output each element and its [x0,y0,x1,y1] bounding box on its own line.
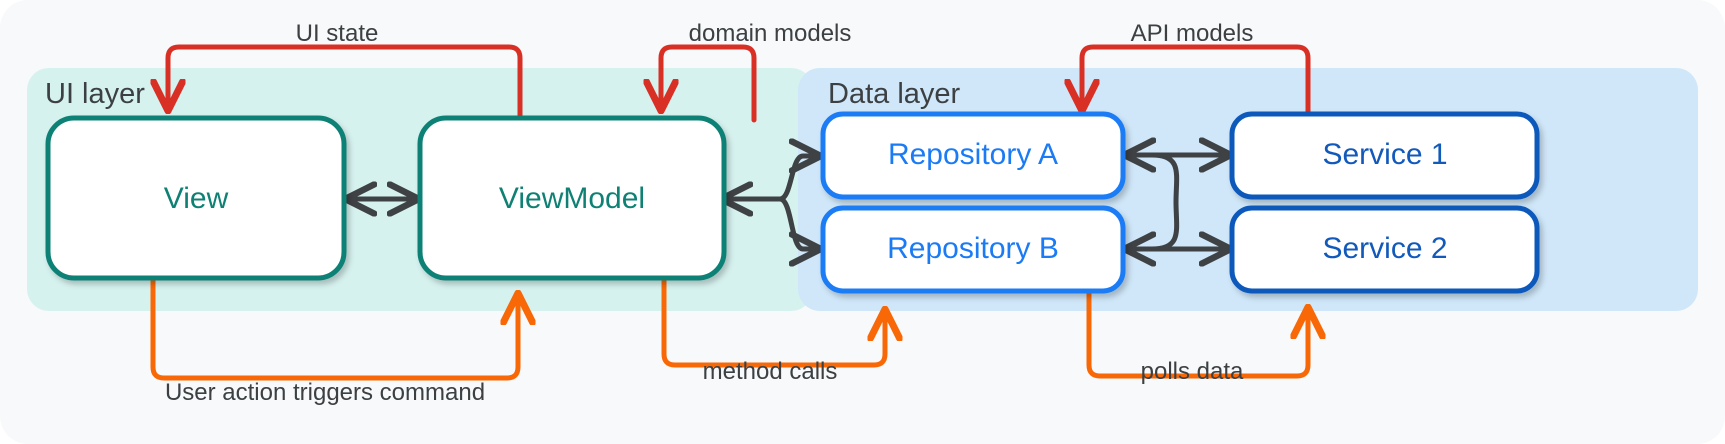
label-polls-data: polls data [1141,358,1244,385]
node-repository-a-label: Repository A [888,138,1058,171]
connector-service-crosslink [1149,152,1180,252]
node-viewmodel[interactable]: ViewModel [417,115,727,281]
connector-api-models: API models [1082,20,1311,123]
connector-user-action: User action triggers command [150,273,518,406]
ui-layer-title: UI layer [45,78,145,110]
connector-viewmodel-repositories [724,156,818,249]
connector-polls-data: polls data [1086,287,1308,385]
node-service-1[interactable]: Service 1 [1229,111,1540,200]
label-api-models: API models [1131,20,1254,47]
node-repository-b[interactable]: Repository B [820,205,1126,294]
node-repository-a[interactable]: Repository A [820,111,1126,200]
connector-ui-state: UI state [168,20,523,123]
label-method-calls: method calls [703,358,838,385]
connector-domain-models: domain models [661,20,852,123]
data-layer-title: Data layer [828,78,961,110]
label-user-action: User action triggers command [165,379,485,406]
node-repository-b-label: Repository B [887,232,1059,265]
connector-method-calls: method calls [661,273,885,385]
label-ui-state: UI state [296,20,379,47]
node-service-1-label: Service 1 [1322,138,1447,171]
node-service-2-label: Service 2 [1322,232,1447,265]
node-view-label: View [164,182,229,215]
node-service-2[interactable]: Service 2 [1229,205,1540,294]
node-viewmodel-label: ViewModel [499,182,645,215]
node-view[interactable]: View [45,115,347,281]
label-domain-models: domain models [689,20,852,47]
